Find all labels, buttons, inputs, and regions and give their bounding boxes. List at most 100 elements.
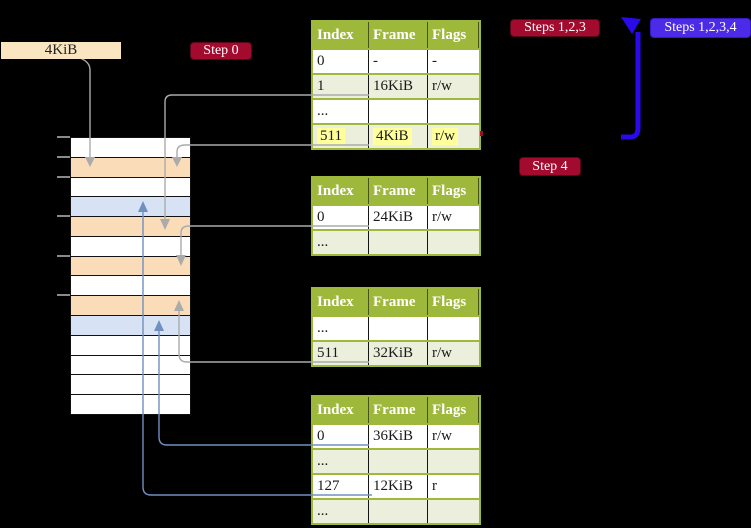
column-header: Index (313, 289, 369, 315)
table-cell: 12KiB (369, 475, 428, 498)
table-cell: 0 (313, 425, 369, 448)
memory-tick (57, 176, 70, 178)
memory-row-10 (71, 315, 190, 335)
table-cell: - (432, 53, 437, 69)
column-header: Frame (369, 22, 428, 48)
table-cell: 32KiB (369, 342, 428, 365)
memory-row-7 (71, 255, 190, 276)
column-header: Index (313, 397, 369, 423)
memory-tick (57, 294, 70, 296)
table-cell: r/w (432, 209, 452, 225)
table-cell (369, 500, 428, 523)
table-cell: ... (313, 500, 369, 523)
table-cell: 127 (313, 475, 369, 498)
loop-arrowhead-icon (621, 17, 641, 34)
loop-arrow (621, 32, 641, 140)
frame-size-label: 4KiB (1, 42, 121, 59)
column-header: Flags (428, 397, 479, 423)
table-cell: ... (313, 100, 369, 123)
memory-row-1 (71, 138, 190, 157)
column-header: Flags (428, 22, 479, 48)
column-header: Frame (369, 289, 428, 315)
table-cell: 511 (313, 342, 369, 365)
memory-row-4 (71, 196, 190, 217)
memory-row-14 (71, 394, 190, 414)
highlighted-value: 4KiB (373, 128, 412, 145)
column-header: Frame (369, 178, 428, 204)
memory-tick (57, 255, 70, 257)
memory-row-13 (71, 374, 190, 395)
memory-row-3 (71, 176, 190, 197)
column-header: Frame (369, 397, 428, 423)
table-row: ... (313, 98, 479, 123)
table-cell (428, 317, 479, 340)
table-cell: r/w (432, 345, 452, 361)
table-cell (369, 100, 428, 123)
step-0-badge: Step 0 (190, 42, 252, 60)
table-cell: ... (313, 317, 369, 340)
memory-tick (57, 215, 70, 217)
table-row: ... (313, 498, 479, 523)
table-cell: 4KiB (369, 125, 428, 148)
table-cell: 16KiB (369, 75, 428, 98)
column-header: Index (313, 22, 369, 48)
table-cell: r/w (428, 125, 479, 148)
table-cell: 36KiB (369, 425, 428, 448)
table-cell: r/w (432, 78, 452, 94)
table-cell: 1 (313, 75, 369, 98)
table-cell: 24KiB (369, 206, 428, 229)
table-cell: 511 (313, 125, 369, 148)
memory-row-8 (71, 275, 190, 296)
steps-1234-badge: Steps 1,2,3,4 (650, 18, 751, 38)
table-cell (369, 450, 428, 473)
table-cell: 0 (313, 206, 369, 229)
table-row: ... (313, 229, 479, 254)
table-cell (369, 317, 428, 340)
table-cell: ... (313, 231, 369, 254)
table-cell: r (432, 478, 437, 494)
column-header: Flags (428, 289, 479, 315)
memory-row-9 (71, 295, 190, 316)
memory-row-6 (71, 235, 190, 256)
table-cell (428, 100, 479, 123)
table-cell (428, 500, 479, 523)
steps-123-badge: Steps 1,2,3 (510, 19, 600, 37)
table-row: 511 4KiB r/w (313, 123, 479, 148)
step-4-badge: Step 4 (519, 157, 581, 176)
highlighted-value: 511 (317, 128, 345, 145)
table-row: ... (313, 448, 479, 473)
memory-row-5 (71, 216, 190, 236)
table-cell (428, 450, 479, 473)
memory-tick (57, 156, 70, 158)
table-row: 0-- (313, 48, 479, 73)
memory-row-2 (71, 156, 190, 177)
table-cell: ... (313, 450, 369, 473)
memory-column (70, 137, 191, 415)
memory-row-12 (71, 354, 190, 375)
column-header: Index (313, 178, 369, 204)
pointer-mark (480, 131, 483, 136)
table-cell: 0 (313, 50, 369, 73)
column-header: Flags (428, 178, 479, 204)
table-row: ... (313, 315, 479, 340)
table-cell: - (369, 50, 428, 73)
memory-row-11 (71, 334, 190, 355)
table-cell: r/w (432, 428, 452, 444)
highlighted-value: r/w (432, 128, 458, 145)
memory-tick (57, 136, 70, 138)
table-cell (369, 231, 428, 254)
table-cell (428, 231, 479, 254)
